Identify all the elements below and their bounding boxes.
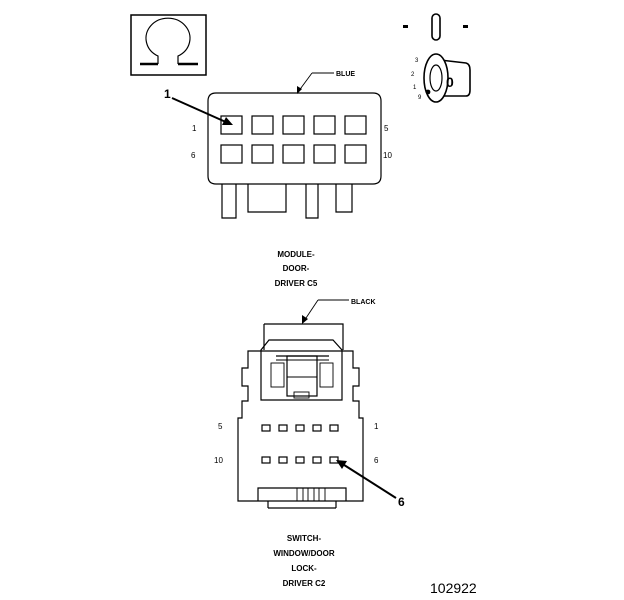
c2-pin-label-5: 5 (218, 422, 223, 431)
c2-color-label: BLACK (351, 299, 376, 306)
c5-pin-label-10: 10 (383, 151, 392, 160)
c2-pin-label-6: 6 (374, 456, 379, 465)
c5-color-label: BLUE (336, 71, 355, 78)
ohm-symbol-icon (130, 14, 207, 76)
c2-pin-label-1: 1 (374, 422, 379, 431)
c5-caption-line3: DRIVER C5 (275, 279, 318, 288)
c5-pin-label-5: 5 (384, 124, 389, 133)
c5-pin-label-1: 1 (192, 124, 197, 133)
c2-pin-label-10: 10 (214, 456, 223, 465)
ignition-key-icon: 0 3 2 1 9 (403, 13, 471, 103)
c2-caption-line3: LOCK- (291, 564, 317, 573)
ignition-position-3: 3 (415, 58, 419, 64)
c2-caption-line1: SWITCH- (287, 534, 322, 543)
c5-callout-number: 1 (164, 87, 171, 101)
ignition-position-1: 1 (413, 85, 417, 91)
switch-window-door-lock-driver-c2-connector: BLACK 5 1 10 6 6 (214, 299, 405, 588)
ignition-position-9: 9 (418, 95, 422, 101)
c5-caption-line2: DOOR- (283, 264, 310, 273)
c2-callout-number: 6 (398, 495, 405, 509)
c5-caption-line1: MODULE- (277, 250, 315, 259)
key-position-label: 0 (446, 74, 454, 90)
c2-caption-line2: WINDOW/DOOR (273, 549, 335, 558)
c5-pin-label-6: 6 (191, 151, 196, 160)
c2-caption-line4: DRIVER C2 (283, 579, 326, 588)
module-door-driver-c5-connector: BLUE 1 5 6 10 1 MODULE- DOOR- DRIVER C5 (164, 71, 392, 288)
ignition-position-2: 2 (411, 72, 415, 78)
figure-number: 102922 (430, 580, 477, 596)
